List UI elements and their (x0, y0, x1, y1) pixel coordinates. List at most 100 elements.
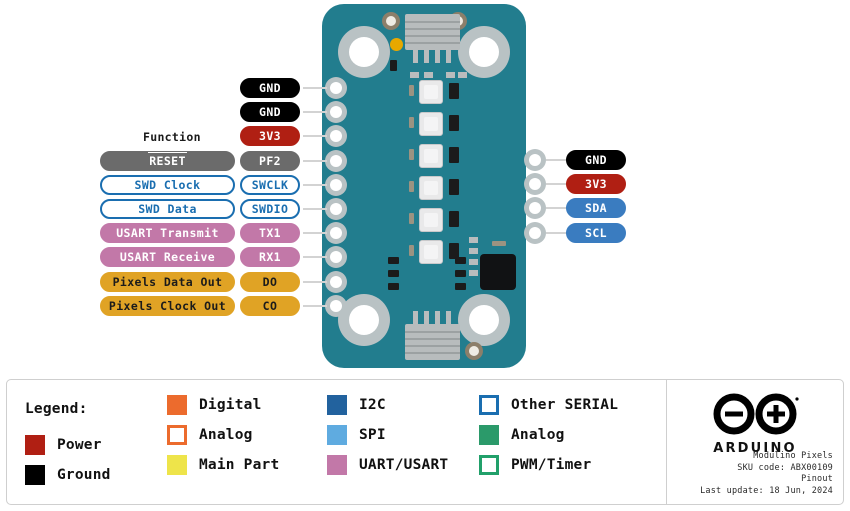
leader-line (303, 280, 327, 283)
pin-hole-left-8 (325, 246, 347, 269)
resistor (409, 85, 414, 96)
solder-pad (469, 259, 478, 265)
test-pad-top (382, 12, 400, 30)
pin-function-co[interactable]: Pixels Clock Out (100, 295, 235, 316)
pin-function-pf2[interactable]: RESET (100, 150, 235, 171)
pin-function-do[interactable]: Pixels Data Out (100, 271, 235, 292)
legend-item: SPI (327, 420, 448, 450)
pin-name-scl[interactable]: SCL (566, 222, 626, 243)
pin-hole-left-5 (325, 173, 347, 196)
legend-label: Power (57, 437, 102, 453)
legend-swatch-pwm-timer (479, 455, 499, 475)
pin-function-rx1[interactable]: USART Receive (100, 247, 235, 268)
pin-name-3v3[interactable]: 3V3 (566, 174, 626, 195)
legend-label: I2C (359, 397, 386, 413)
solder-pad (469, 270, 478, 276)
solder-pad (424, 72, 433, 78)
solder-pad (458, 72, 467, 78)
leader-line (546, 231, 570, 234)
legend-swatch-main-part (167, 455, 187, 475)
rgb-led-6 (419, 240, 443, 264)
rgb-led-1 (419, 80, 443, 104)
pin-hole-left-1 (325, 77, 347, 99)
pin-function-tx1[interactable]: USART Transmit (100, 223, 235, 244)
legend-item: Analog (167, 420, 279, 450)
pin-hole-right-3 (524, 197, 546, 220)
qwiic-connector-bottom (405, 324, 460, 360)
legend-label: Main Part (199, 457, 280, 473)
pin-name-3v3[interactable]: 3V3 (240, 126, 300, 147)
leader-line (546, 183, 570, 186)
pin-name-swdio[interactable]: SWDIO (240, 199, 300, 219)
mounting-hole-bottom-left (338, 294, 390, 346)
legend-item: Other SERIAL (479, 390, 618, 420)
mounting-hole-bottom-right (458, 294, 510, 346)
legend-swatch-uart-usart (327, 455, 347, 475)
pin-function-swdio[interactable]: SWD Data (100, 199, 235, 219)
board-metadata: Modulino Pixels SKU code: ABX00109 Pinou… (700, 451, 833, 497)
mounting-hole-top-right (458, 26, 510, 78)
qwiic-connector-top (405, 14, 460, 50)
pin-name-co[interactable]: CO (240, 295, 300, 316)
connector-leg (424, 311, 429, 324)
capacitor (455, 257, 466, 264)
connector-leg (446, 50, 451, 63)
pin-name-swclk[interactable]: SWCLK (240, 174, 300, 195)
legend-label: UART/USART (359, 457, 449, 473)
pin-hole-left-10 (325, 294, 347, 317)
pin-name-tx1[interactable]: TX1 (240, 223, 300, 244)
legend-label: Digital (199, 397, 262, 413)
legend-swatch-other-serial (479, 395, 499, 415)
legend-swatch-power (25, 435, 45, 455)
resistor (409, 213, 414, 224)
pin-hole-left-2 (325, 101, 347, 124)
pin-name-gnd[interactable]: GND (566, 150, 626, 170)
capacitor (455, 270, 466, 277)
pin-hole-right-1 (524, 149, 546, 171)
pin-hole-left-3 (325, 125, 347, 148)
power-led (390, 38, 403, 51)
resistor (409, 181, 414, 192)
pcb-board (322, 4, 526, 368)
pin-name-sda[interactable]: SDA (566, 198, 626, 219)
leader-line (303, 135, 327, 138)
legend-item: PWM/Timer (479, 450, 618, 480)
legend-item: Power (25, 430, 111, 460)
pin-hole-left-4 (325, 149, 347, 172)
leader-line (546, 207, 570, 210)
pin-name-do[interactable]: DO (240, 271, 300, 292)
legend-label: Other SERIAL (511, 397, 619, 413)
connector-leg (413, 50, 418, 63)
legend-swatch-spi (327, 425, 347, 445)
pin-name-rx1[interactable]: RX1 (240, 247, 300, 268)
pin-hole-left-6 (325, 198, 347, 220)
arduino-wordmark: ARDUINO (713, 441, 797, 456)
legend-item: Digital (167, 390, 279, 420)
pin-name-gnd[interactable]: GND (240, 78, 300, 98)
resistor (409, 117, 414, 128)
leader-line (303, 208, 327, 210)
pin-hole-right-4 (524, 221, 546, 244)
last-update: Last update: 18 Jun, 2024 (700, 485, 833, 496)
pin-name-gnd[interactable]: GND (240, 102, 300, 123)
rgb-led-3 (419, 144, 443, 168)
legend-label: Ground (57, 467, 111, 483)
arduino-logo: ARDUINO (705, 392, 805, 456)
brand-area: ARDUINO Modulino Pixels SKU code: ABX001… (666, 380, 843, 504)
legend-column-3: I2C SPI UART/USART (327, 390, 448, 480)
pin-function-swclk[interactable]: SWD Clock (100, 174, 235, 195)
legend-swatch-analog (167, 425, 187, 445)
capacitor (449, 147, 459, 163)
leader-line (303, 159, 327, 162)
capacitor (390, 60, 397, 71)
capacitor (449, 211, 459, 227)
pin-name-pf2[interactable]: PF2 (240, 150, 300, 171)
legend-swatch-i2c (327, 395, 347, 415)
connector-leg (413, 311, 418, 324)
pin-hole-left-9 (325, 270, 347, 293)
